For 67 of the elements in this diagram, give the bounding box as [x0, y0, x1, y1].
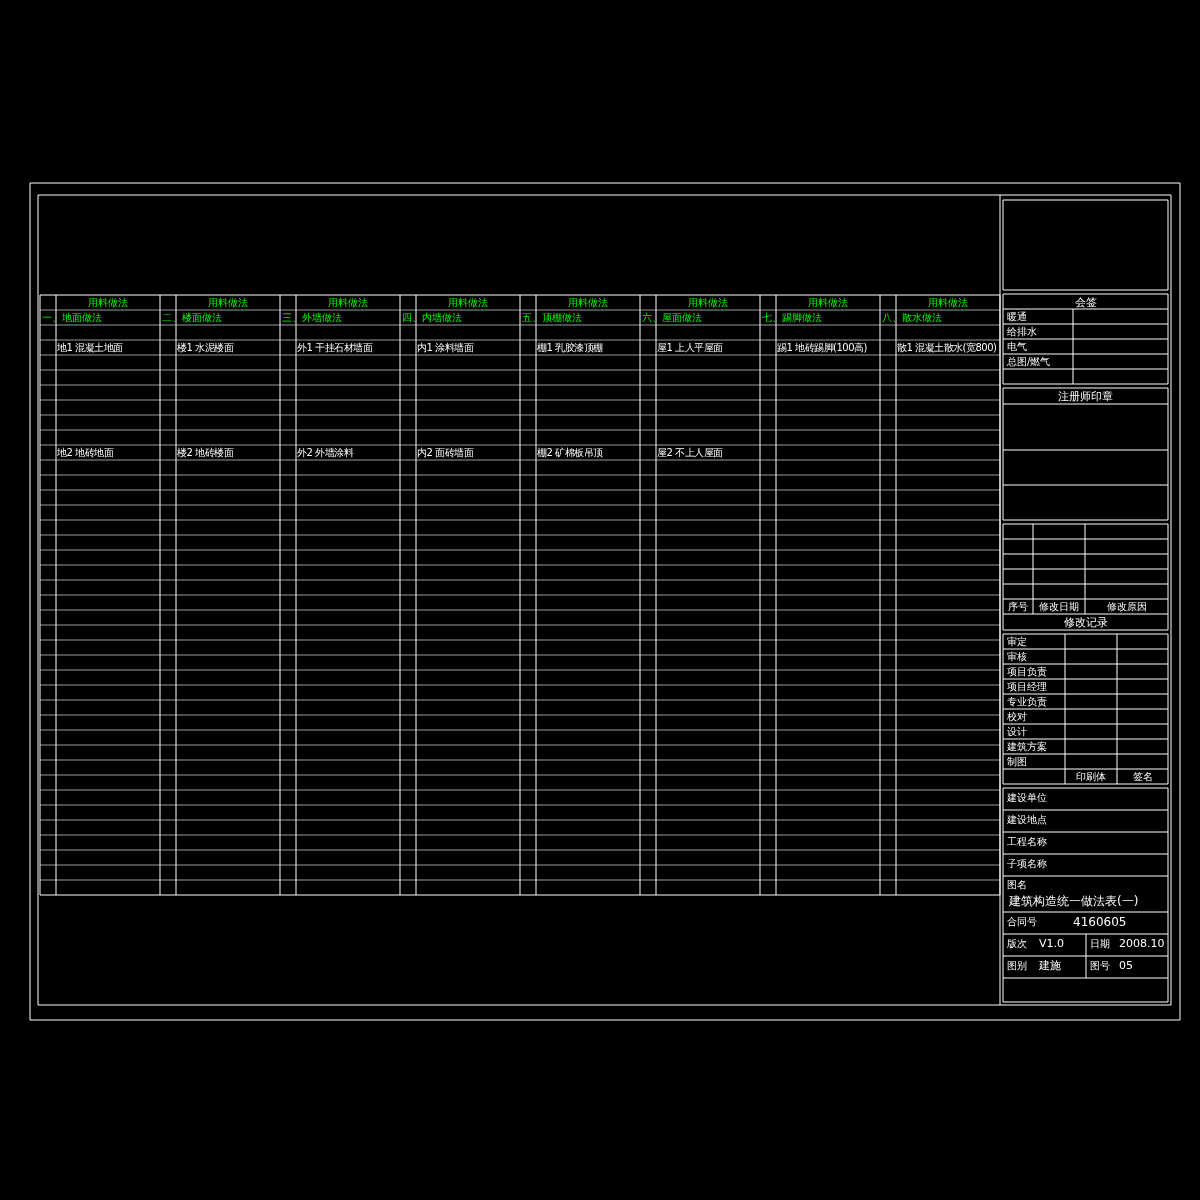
- title-block-label: 序号: [1007, 601, 1029, 613]
- title-block-label: 修改日期: [1038, 601, 1080, 613]
- section-title: 一、地面做法: [42, 312, 102, 324]
- title-block-label: 审核: [1007, 651, 1027, 663]
- section-title: 六、屋面做法: [642, 312, 702, 324]
- column-header: 用料做法: [207, 297, 249, 309]
- item-text: 楼1 水泥楼面: [177, 342, 234, 354]
- title-block-label: 暖通: [1007, 311, 1027, 323]
- title-block-label: 建设地点: [1007, 814, 1047, 826]
- title-block-label: 签名: [1131, 771, 1154, 783]
- item-text: 踢1 地砖踢脚(100高): [777, 342, 867, 354]
- title-block-label: 修改原因: [1105, 601, 1148, 613]
- drawing-title: 建筑构造统一做法表(一): [1009, 894, 1139, 908]
- column-header: 用料做法: [327, 297, 369, 309]
- column-header: 用料做法: [927, 297, 969, 309]
- title-block-label: 校对: [1007, 711, 1027, 723]
- title-block-label: 总图/燃气: [1007, 356, 1051, 368]
- title-block-label: 项目经理: [1007, 681, 1047, 693]
- column-header: 用料做法: [447, 297, 489, 309]
- title-block-label: 印刷体: [1075, 771, 1107, 783]
- item-text: 内2 面砖墙面: [417, 447, 474, 459]
- title-block-label: 电气: [1007, 341, 1027, 353]
- item-text: 棚2 矿棉板吊顶: [537, 447, 603, 459]
- title-block-value: 4160605: [1073, 915, 1127, 929]
- section-title: 四、内墙做法: [402, 312, 462, 324]
- title-block-label: 版次: [1007, 938, 1027, 950]
- item-text: 屋1 上人平屋面: [657, 342, 723, 354]
- section-title: 五、顶棚做法: [522, 312, 582, 324]
- title-block-heading: 注册师印章: [1057, 390, 1114, 403]
- title-block-label: 合同号: [1007, 916, 1037, 928]
- item-text: 散1 混凝土散水(宽800): [897, 342, 997, 354]
- title-block-label: 图号: [1090, 960, 1110, 972]
- column-header: 用料做法: [567, 297, 609, 309]
- title-block-label: 图名: [1007, 879, 1027, 891]
- item-text: 地1 混凝土地面: [57, 342, 123, 354]
- item-text: 屋2 不上人屋面: [657, 447, 723, 459]
- title-block-label: 建筑方案: [1007, 741, 1047, 753]
- title-block-label: 建设单位: [1007, 792, 1047, 804]
- item-text: 外2 外墙涂料: [297, 447, 354, 459]
- title-block-label: 工程名称: [1007, 836, 1047, 848]
- title-block-value: 05: [1119, 959, 1133, 972]
- title-block-label: 子项名称: [1007, 858, 1047, 870]
- title-block-label: 图别: [1007, 960, 1027, 972]
- item-text: 内1 涂料墙面: [417, 342, 474, 354]
- title-block-label: 专业负责: [1007, 696, 1047, 708]
- column-header: 用料做法: [87, 297, 129, 309]
- title-block-label: 设计: [1007, 726, 1027, 738]
- title-block-heading: 会签: [1073, 296, 1098, 309]
- item-text: 棚1 乳胶漆顶棚: [537, 342, 603, 354]
- title-block-label: 给排水: [1007, 326, 1037, 338]
- title-block-label: 日期: [1090, 938, 1110, 950]
- section-title: 二、楼面做法: [162, 312, 222, 324]
- item-text: 楼2 地砖楼面: [177, 447, 234, 459]
- item-text: 外1 干挂石材墙面: [297, 342, 373, 354]
- item-text: 地2 地砖地面: [57, 447, 114, 459]
- title-block-heading: 修改记录: [1062, 616, 1109, 629]
- title-block-label: 项目负责: [1007, 666, 1047, 678]
- column-header: 用料做法: [807, 297, 849, 309]
- section-title: 八、散水做法: [882, 312, 942, 324]
- title-block-label: 制图: [1007, 756, 1027, 768]
- title-block-label: 审定: [1007, 636, 1027, 648]
- title-block-value: 建施: [1039, 959, 1061, 972]
- title-block-value: 2008.10: [1119, 937, 1165, 950]
- section-title: 三、外墙做法: [282, 312, 342, 324]
- column-header: 用料做法: [687, 297, 729, 309]
- section-title: 七、踢脚做法: [762, 312, 822, 324]
- title-block-value: V1.0: [1039, 937, 1065, 950]
